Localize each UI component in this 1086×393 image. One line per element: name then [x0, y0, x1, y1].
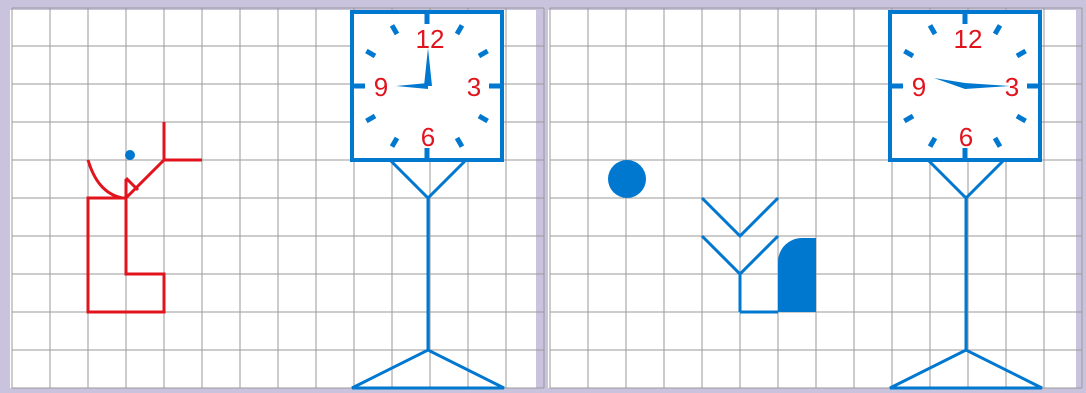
left-clock: 12 3 6 9 — [352, 12, 502, 160]
clock-label-9: 9 — [374, 72, 388, 102]
ball-shape — [608, 160, 646, 198]
right-clock: 12 3 6 9 — [890, 12, 1040, 160]
left-panel: 12 3 6 9 — [10, 8, 544, 388]
clock-label-9: 9 — [912, 72, 926, 102]
right-panel: 12 3 6 9 — [548, 8, 1082, 388]
clock-label-12: 12 — [416, 24, 445, 54]
half-dome-shape — [778, 238, 816, 312]
clock-label-6: 6 — [421, 122, 435, 152]
clock-label-6: 6 — [959, 122, 973, 152]
clock-label-3: 3 — [1005, 72, 1019, 102]
clock-label-3: 3 — [467, 72, 481, 102]
clock-label-12: 12 — [954, 24, 983, 54]
bird-eye — [125, 150, 135, 160]
